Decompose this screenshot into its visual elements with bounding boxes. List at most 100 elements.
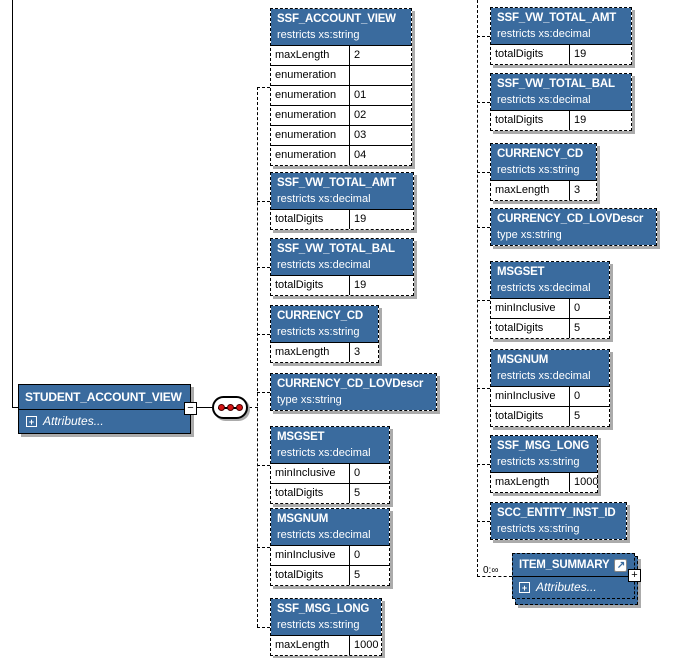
facet-value: 03 <box>354 129 367 141</box>
element-type-label: restricts xs:decimal <box>277 447 371 459</box>
facet-name: totalDigits <box>271 484 350 503</box>
facet-name: totalDigits <box>491 45 570 64</box>
element-type-label: restricts xs:string <box>277 29 360 41</box>
element-name: CURRENCY_CD_LOVDescr <box>497 213 644 225</box>
element-name: MSGSET <box>497 266 545 278</box>
facet-name: totalDigits <box>491 407 570 426</box>
global-reference-icon[interactable]: ↗ <box>614 559 628 572</box>
element-name: ITEM_SUMMARY ↗ <box>513 554 634 576</box>
element-name: CURRENCY_CD <box>277 310 363 322</box>
facet-row: totalDigits 19 <box>491 45 631 64</box>
facet-value: 0 <box>574 302 581 314</box>
facet-value: 1000 <box>574 476 599 488</box>
expand-button[interactable]: + <box>628 569 641 582</box>
element-name: SSF_MSG_LONG <box>497 440 590 452</box>
element-name-text: ITEM_SUMMARY <box>519 559 610 571</box>
attributes-row[interactable]: + Attributes... <box>19 409 190 433</box>
sequence-compositor[interactable] <box>212 396 248 419</box>
attributes-row[interactable]: + Attributes... <box>513 576 634 598</box>
element-header: MSGSET restricts xs:decimal <box>271 427 389 463</box>
facet-table: totalDigits 19 <box>491 44 631 64</box>
facet-name: totalDigits <box>491 319 570 338</box>
sequence-dot-icon <box>226 404 234 411</box>
element-name: CURRENCY_CD_LOVDescr <box>277 378 424 390</box>
attributes-expand-icon[interactable]: + <box>519 581 530 593</box>
collapse-button[interactable]: − <box>184 402 197 415</box>
attributes-expand-icon[interactable]: + <box>26 416 37 427</box>
element-header: SSF_VW_TOTAL_BAL restricts xs:decimal <box>491 74 631 110</box>
element-name: SSF_VW_TOTAL_BAL <box>277 243 395 255</box>
connector-root-to-sequence <box>189 407 212 408</box>
facet-value: 19 <box>574 48 587 60</box>
facet-name: enumeration <box>271 86 350 105</box>
connector-trunk-vertical <box>12 0 13 407</box>
element-type-label: restricts xs:decimal <box>497 282 591 294</box>
element-type-label: restricts xs:decimal <box>497 370 591 382</box>
element-header: MSGSET restricts xs:decimal <box>491 262 609 298</box>
element-name: MSGNUM <box>277 513 329 525</box>
facet-value <box>350 66 411 85</box>
element-box-student-account-view[interactable]: STUDENT_ACCOUNT_VIEW + Attributes... − <box>18 384 197 434</box>
attributes-label: Attributes... <box>43 414 104 428</box>
attributes-label: Attributes... <box>536 580 597 594</box>
root-element-name: STUDENT_ACCOUNT_VIEW <box>25 390 182 404</box>
connector-sequence-dashed <box>249 407 258 408</box>
element-name: SSF_VW_TOTAL_AMT <box>497 12 617 24</box>
facet-value: 1000 <box>354 639 379 651</box>
element-type-label: restricts xs:decimal <box>497 94 591 106</box>
facet-name: enumeration <box>271 66 350 85</box>
element-type-label: restricts xs:string <box>497 164 580 176</box>
element-name: MSGSET <box>277 431 325 443</box>
element-name: SSF_VW_TOTAL_BAL <box>497 78 615 90</box>
facet-name: maxLength <box>271 46 350 65</box>
facet-value: 19 <box>354 213 367 225</box>
element-box-item-summary[interactable]: ITEM_SUMMARY↗+Attributes...+ <box>477 553 641 599</box>
facet-value: 5 <box>354 569 361 581</box>
element-name: SCC_ENTITY_INST_ID <box>497 507 616 519</box>
facet-value: 19 <box>574 114 587 126</box>
